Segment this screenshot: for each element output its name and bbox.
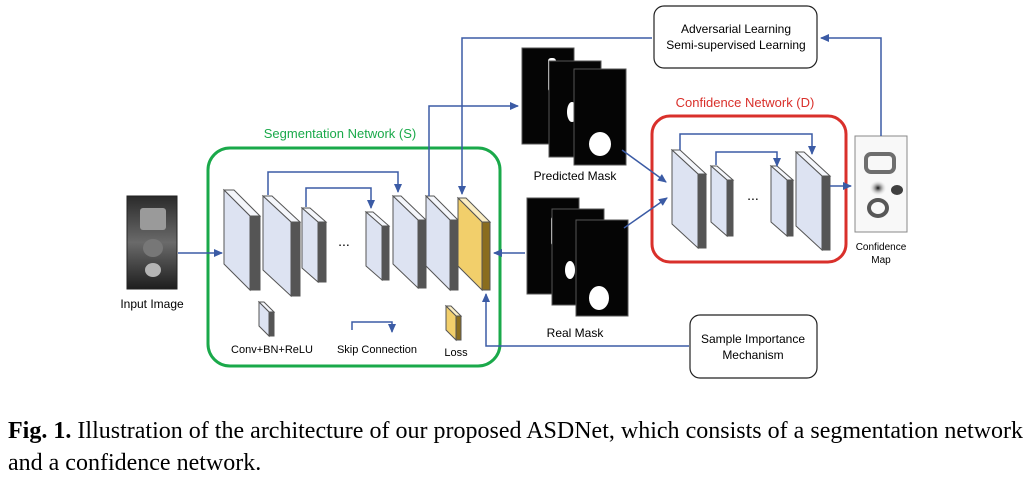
sample-importance-label-2: Mechanism [722,348,783,362]
seg-layer-5 [391,194,428,290]
predicted-mask-label: Predicted Mask [534,169,618,183]
conf-layer-2 [709,164,735,238]
real-mask-label: Real Mask [547,326,605,340]
predicted-mask-stack [521,47,627,166]
arrow-real-to-conf [623,197,668,229]
legend [257,300,463,342]
segmentation-network-label: Segmentation Network (S) [264,126,416,141]
loss-layer [456,196,492,292]
arrow-map-to-adversarial [820,34,882,136]
legend-conv-icon [257,300,276,338]
figure-caption: Fig. 1. Illustration of the architecture… [8,415,1023,479]
confidence-map [854,135,908,233]
seg-layer-3 [300,206,328,284]
legend-skip-icon [351,321,396,333]
legend-conv-label: Conv+BN+ReLU [231,344,313,356]
seg-skip-connections [267,171,402,209]
arrow-adversarial-to-loss [458,37,652,195]
conf-ellipsis: ... [747,187,759,203]
conf-skip-connections [679,133,816,167]
segmentation-layers [222,188,492,298]
confidence-map-label-2: Map [871,255,891,266]
caption-label: Fig. 1. [8,418,72,444]
adversarial-label-2: Semi-supervised Learning [666,38,805,52]
input-image-label: Input Image [120,297,184,311]
seg-layer-4 [364,210,391,282]
sample-importance-label-1: Sample Importance [701,332,805,346]
confidence-network-label: Confidence Network (D) [676,95,815,110]
legend-skip-label: Skip Connection [337,344,417,356]
adversarial-label-1: Adversarial Learning [681,22,791,36]
seg-layer-1 [222,188,262,292]
seg-ellipsis: ... [338,233,350,249]
confidence-map-label-1: Confidence [856,242,907,253]
conf-layer-3 [769,164,795,238]
caption-text: Illustration of the architecture of our … [8,418,1024,476]
sample-importance-box [689,314,818,379]
legend-loss-icon [444,304,463,342]
arrow-sample-to-loss [482,293,689,347]
real-mask-stack [526,197,629,317]
adversarial-learning-box [653,5,818,69]
flow-arrows [178,34,882,347]
input-image [126,195,178,290]
conf-layer-4 [794,150,832,252]
arrow-predicted-to-conf [621,149,667,183]
confidence-layers [670,148,832,252]
seg-layer-2 [261,194,302,298]
segmentation-network-box [206,146,502,368]
conf-layer-1 [670,148,708,250]
legend-loss-label: Loss [444,347,468,359]
arrow-seg-to-predicted [428,102,519,196]
seg-layer-6 [424,194,460,292]
architecture-diagram: Input Image Segmentation Network (S) ...… [120,5,908,379]
